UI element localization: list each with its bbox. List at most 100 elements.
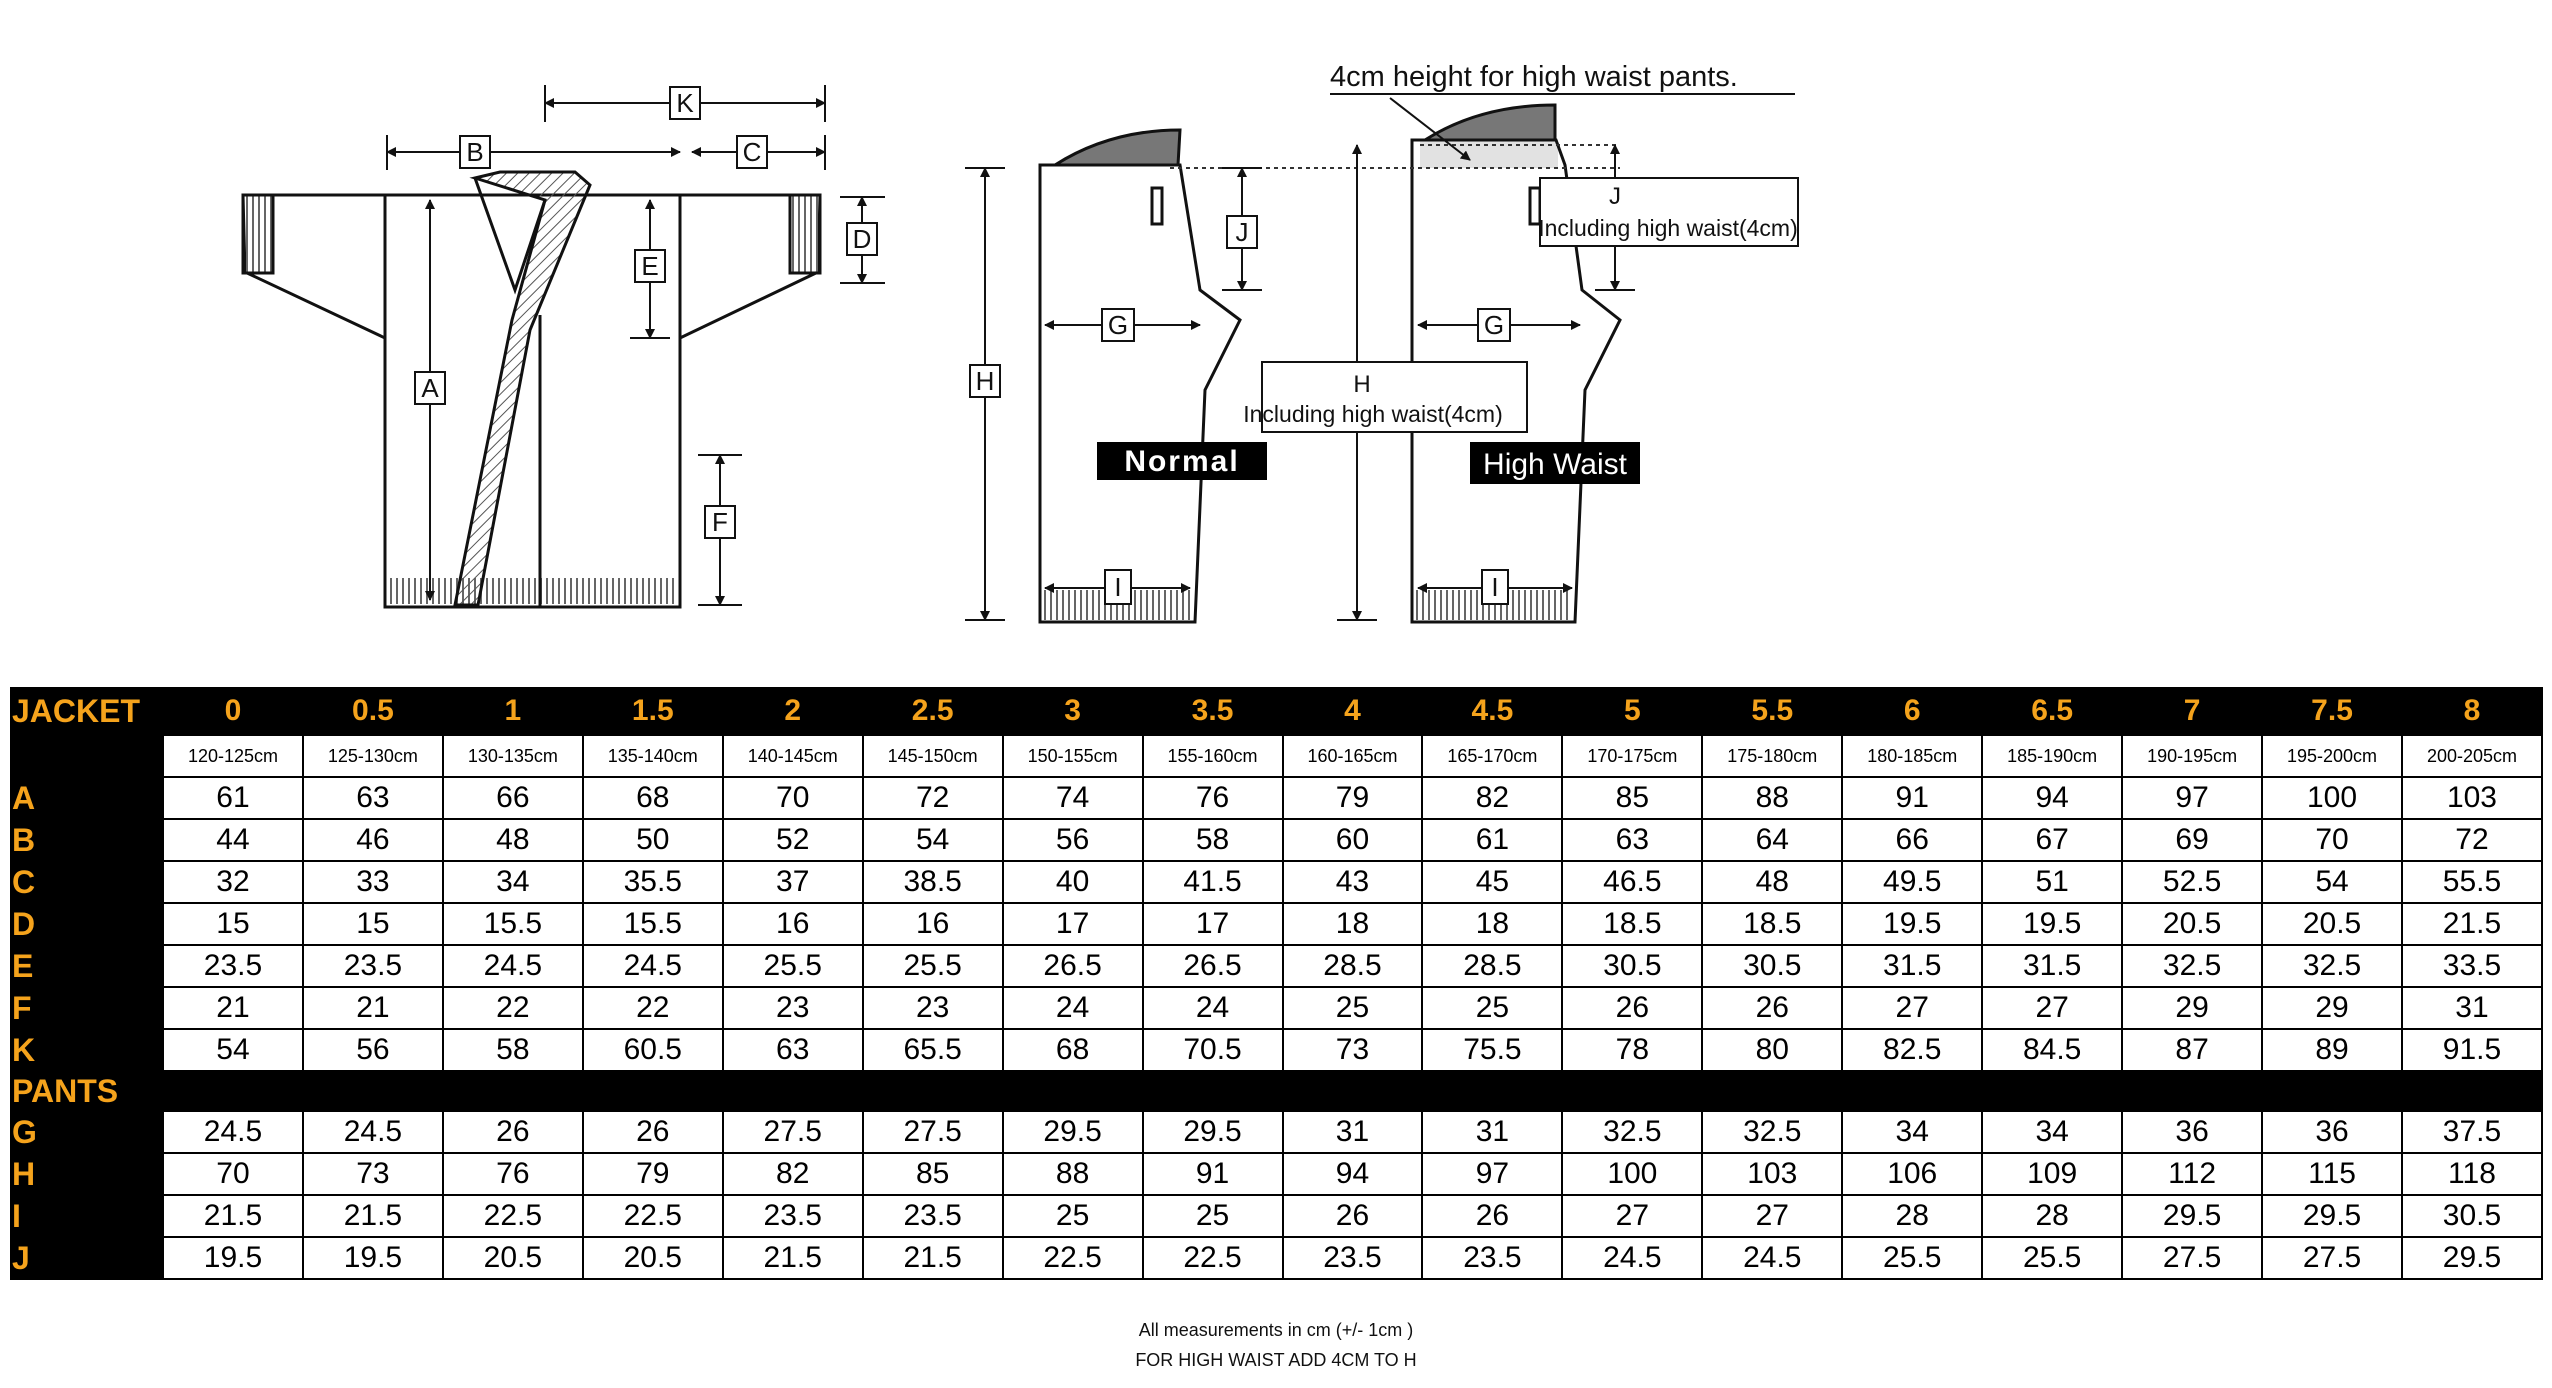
measurement-cell: 85 — [1561, 776, 1704, 820]
height-range-cell: 150-155cm — [1001, 734, 1144, 778]
measurement-row-label: D — [10, 903, 163, 945]
badge-high-waist-text: High Waist — [1483, 448, 1628, 481]
measurement-row-label: F — [10, 987, 163, 1029]
measurement-cell: 29 — [2261, 986, 2403, 1030]
measurement-cell: 20.5 — [581, 1236, 724, 1280]
measurement-cell: 91 — [1141, 1152, 1284, 1196]
measurement-cell: 30.5 — [1561, 944, 1704, 988]
j-box-text: Including high waist(4cm) — [1538, 215, 1798, 241]
measurement-cell: 70 — [162, 1152, 304, 1196]
measurement-cell: 26 — [441, 1110, 584, 1154]
measurement-cell: 21.5 — [861, 1236, 1004, 1280]
measurement-cell: 48 — [1701, 860, 1844, 904]
measurement-cell: 24.5 — [1561, 1236, 1704, 1280]
measurement-cell: 26.5 — [1001, 944, 1144, 988]
size-header: 2 — [722, 687, 863, 735]
measurement-cell: 55.5 — [2401, 860, 2543, 904]
label-c: C — [743, 137, 762, 167]
size-header: 0.5 — [302, 687, 443, 735]
measurement-cell: 21.5 — [2401, 902, 2543, 946]
measurement-cell: 37.5 — [2401, 1110, 2543, 1154]
measurement-cell: 26 — [581, 1110, 724, 1154]
measurement-cell: 21.5 — [301, 1194, 444, 1238]
measurement-cell: 23.5 — [1421, 1236, 1564, 1280]
size-header: 0 — [163, 687, 303, 735]
measurement-cell: 24.5 — [581, 944, 724, 988]
measurement-cell: 85 — [861, 1152, 1004, 1196]
measurement-cell: 29.5 — [1141, 1110, 1284, 1154]
measurement-cell: 18.5 — [1561, 902, 1704, 946]
measurement-cell: 21 — [162, 986, 304, 1030]
measurement-cell: 60.5 — [581, 1028, 724, 1072]
high-waist-note: FOR HIGH WAIST ADD 4CM TO H — [1135, 1350, 1417, 1370]
measurement-cell: 97 — [2121, 776, 2264, 820]
height-range-cell: 120-125cm — [162, 734, 304, 778]
measurement-cell: 67 — [1981, 818, 2124, 862]
height-range-cell: 200-205cm — [2401, 734, 2543, 778]
measurement-cell: 16 — [861, 902, 1004, 946]
measurement-cell: 48 — [441, 818, 584, 862]
size-header: 3.5 — [1142, 687, 1283, 735]
measurement-cell: 34 — [1841, 1110, 1984, 1154]
height-range-cell: 185-190cm — [1981, 734, 2124, 778]
measurement-cell: 72 — [861, 776, 1004, 820]
measurement-cell: 22 — [441, 986, 584, 1030]
measurement-cell: 23.5 — [861, 1194, 1004, 1238]
measurement-cell: 49.5 — [1841, 860, 1984, 904]
jacket-section-label: JACKET — [10, 687, 163, 735]
measurement-cell: 63 — [1561, 818, 1704, 862]
dimension-lines — [386, 85, 1635, 621]
j-high-waist-box: J Including high waist(4cm) — [1538, 177, 1799, 247]
measurement-cell: 60 — [1281, 818, 1424, 862]
label-i-high: I — [1491, 572, 1498, 602]
measurement-cell: 40 — [1001, 860, 1144, 904]
measurement-cell: 24 — [1001, 986, 1144, 1030]
height-range-cell: 175-180cm — [1701, 734, 1844, 778]
measurement-cell: 88 — [1001, 1152, 1144, 1196]
measurement-row-label: G — [10, 1111, 163, 1153]
measurement-cell: 76 — [441, 1152, 584, 1196]
measurement-cell: 103 — [2401, 776, 2543, 820]
size-header: 5 — [1562, 687, 1703, 735]
measurement-cell: 26 — [1421, 1194, 1564, 1238]
j-box-letter: J — [1609, 183, 1621, 210]
measurement-cell: 22.5 — [581, 1194, 724, 1238]
measurement-cell: 20.5 — [2121, 902, 2264, 946]
measurement-cell: 22.5 — [1141, 1236, 1284, 1280]
measurement-cell: 84.5 — [1981, 1028, 2124, 1072]
height-range-cell: 165-170cm — [1421, 734, 1564, 778]
label-h: H — [976, 366, 995, 396]
measurement-cell: 51 — [1981, 860, 2124, 904]
measurement-cell: 31 — [1421, 1110, 1564, 1154]
label-j: J — [1236, 217, 1249, 247]
measurement-cell: 21.5 — [162, 1194, 304, 1238]
measurement-cell: 73 — [301, 1152, 444, 1196]
measurement-cell: 70 — [2261, 818, 2403, 862]
label-d: D — [853, 224, 872, 254]
height-range-cell: 155-160cm — [1141, 734, 1284, 778]
measurement-cell: 37 — [721, 860, 864, 904]
measurement-cell: 23.5 — [721, 1194, 864, 1238]
height-range-cell: 125-130cm — [301, 734, 444, 778]
measurement-cell: 20.5 — [2261, 902, 2403, 946]
measurement-cell: 25.5 — [721, 944, 864, 988]
measurement-cell: 28 — [1981, 1194, 2124, 1238]
measurement-cell: 18.5 — [1701, 902, 1844, 946]
measurement-cell: 70.5 — [1141, 1028, 1284, 1072]
measurement-cell: 91.5 — [2401, 1028, 2543, 1072]
height-range-cell: 190-195cm — [2121, 734, 2264, 778]
measurement-cell: 24.5 — [1701, 1236, 1844, 1280]
measurement-cell: 69 — [2121, 818, 2264, 862]
measurement-cell: 23 — [861, 986, 1004, 1030]
measurement-cell: 115 — [2261, 1152, 2403, 1196]
measurement-cell: 46.5 — [1561, 860, 1704, 904]
measurement-cell: 25 — [1001, 1194, 1144, 1238]
pants-section-row: PANTS — [10, 1071, 2542, 1111]
measurement-cell: 32.5 — [1561, 1110, 1704, 1154]
